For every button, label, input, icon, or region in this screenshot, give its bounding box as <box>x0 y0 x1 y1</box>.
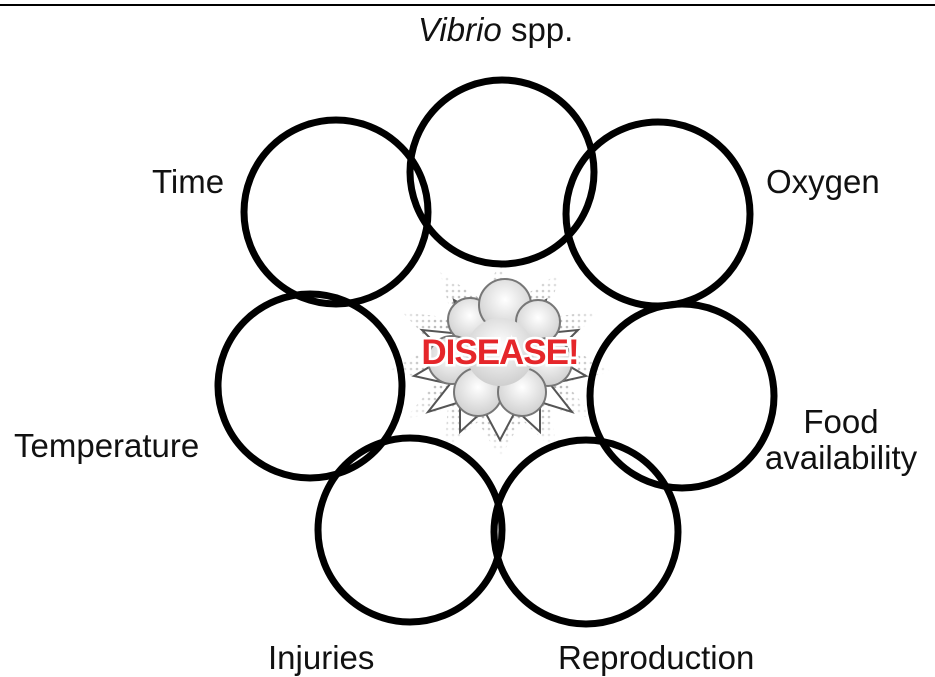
label-food-line2: availability <box>748 440 934 476</box>
ring-reproduction <box>494 440 678 624</box>
ring-injuries <box>318 438 502 622</box>
label-reproduction: Reproduction <box>558 640 754 676</box>
label-temperature: Temperature <box>14 428 199 464</box>
label-vibrio-suffix: spp. <box>502 11 574 48</box>
label-time: Time <box>152 164 224 200</box>
ring-time <box>244 120 428 304</box>
disease-label: DISEASE! <box>421 333 578 372</box>
label-vibrio: Vibrio spp. <box>418 12 573 48</box>
label-oxygen: Oxygen <box>766 164 880 200</box>
ring-temperature <box>218 294 402 478</box>
ring-oxygen <box>566 122 750 306</box>
explosion-burst: DISEASE! <box>390 262 612 458</box>
label-vibrio-genus: Vibrio <box>418 11 502 48</box>
label-food-line1: Food <box>748 404 934 440</box>
label-food-availability: Food availability <box>748 404 934 476</box>
label-injuries: Injuries <box>268 640 374 676</box>
ring-food-availability <box>590 304 774 488</box>
